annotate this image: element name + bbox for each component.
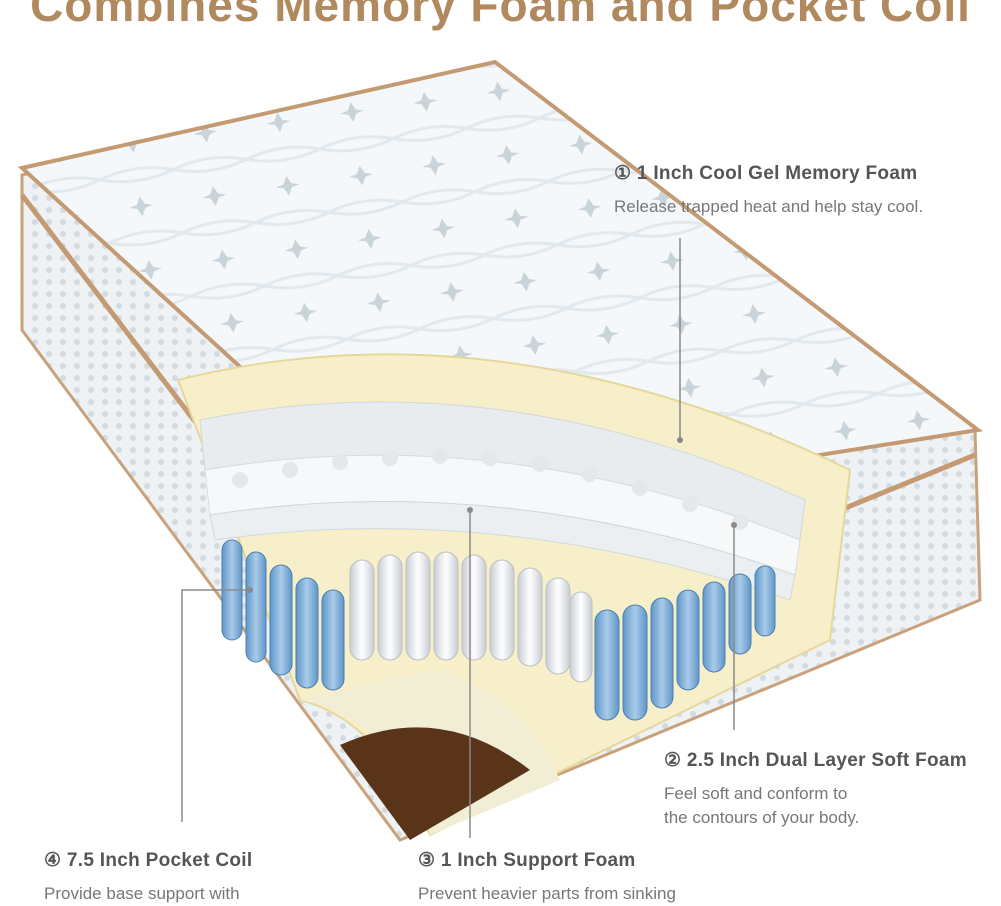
layer-1-label: ① 1 Inch Cool Gel Memory Foam Release tr… <box>614 162 923 219</box>
leader-lines <box>181 238 735 838</box>
layer-2-desc-line-1: Feel soft and conform to <box>664 784 848 803</box>
layer-4-label: ④ 7.5 Inch Pocket Coil Provide base supp… <box>44 849 252 906</box>
layer-3-desc: Prevent heavier parts from sinking <box>418 884 676 903</box>
layer-4-desc: Provide base support with <box>44 884 240 903</box>
pocket-coils <box>221 539 776 721</box>
layer-4-title: ④ 7.5 Inch Pocket Coil <box>44 850 253 871</box>
headline: Combines Memory Foam and Pocket Coil <box>30 0 971 31</box>
layer-3-title: ③ 1 Inch Support Foam <box>418 850 636 871</box>
layer-1-desc: Release trapped heat and help stay cool. <box>614 197 924 216</box>
layer-2-title: ② 2.5 Inch Dual Layer Soft Foam <box>664 750 967 771</box>
layer-3-label: ③ 1 Inch Support Foam Prevent heavier pa… <box>418 849 676 906</box>
layer-2-desc-line-2: the contours of your body. <box>664 808 860 827</box>
layer-2-label: ② 2.5 Inch Dual Layer Soft Foam Feel sof… <box>664 749 967 830</box>
layer-1-title: ① 1 Inch Cool Gel Memory Foam <box>614 163 918 184</box>
